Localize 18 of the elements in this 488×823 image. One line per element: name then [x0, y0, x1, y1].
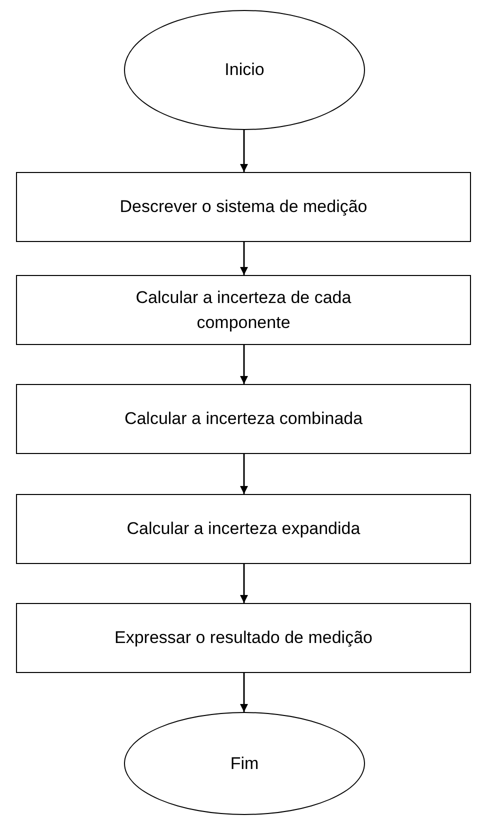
arrow: [240, 454, 248, 494]
process-box: [16, 275, 471, 345]
node-label: Inicio: [224, 59, 264, 82]
arrow: [240, 130, 248, 172]
process-box: [16, 603, 471, 673]
node-label: Calcular a incerteza expandida: [126, 518, 360, 540]
node-label: Calcular a incerteza combinada: [124, 408, 363, 430]
node-label: Calcular a incerteza de cada componente: [134, 286, 352, 334]
node-label: Fim: [230, 752, 259, 775]
process-box: [16, 172, 471, 242]
process-box: [16, 494, 471, 564]
arrow: [240, 564, 248, 603]
node-label: Descrever o sistema de medição: [120, 196, 368, 218]
arrow: [240, 345, 248, 384]
process-box: [16, 384, 471, 454]
arrow: [240, 673, 248, 712]
node-label: Expressar o resultado de medição: [114, 627, 372, 650]
arrow: [240, 242, 248, 275]
